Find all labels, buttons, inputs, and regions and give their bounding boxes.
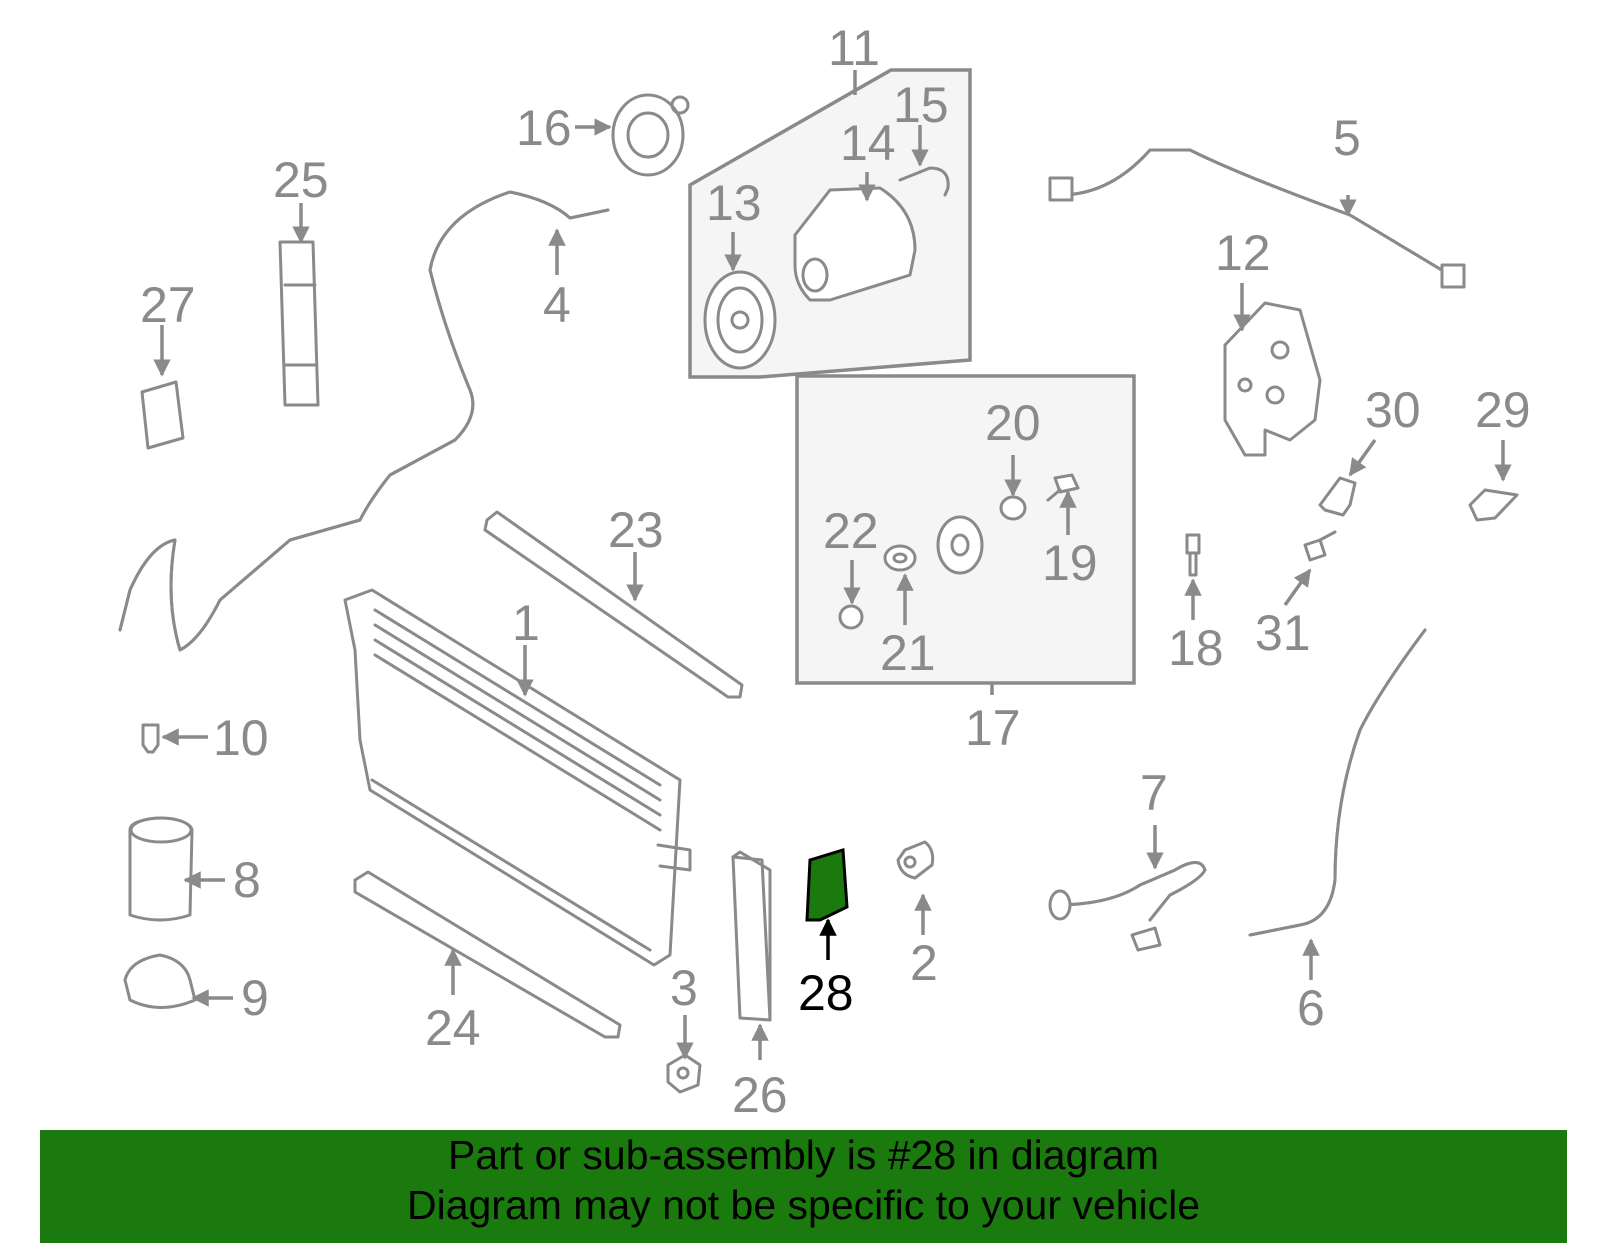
pulley-part[interactable] <box>611 93 690 177</box>
callout-5[interactable]: 5 <box>1333 110 1361 166</box>
callout-17[interactable]: 17 <box>965 700 1021 756</box>
part-29[interactable] <box>1468 488 1519 522</box>
seal-part-24[interactable] <box>353 870 622 1039</box>
callout-8[interactable]: 8 <box>233 852 261 908</box>
callout-7[interactable]: 7 <box>1140 765 1168 821</box>
shim-part[interactable] <box>883 544 917 572</box>
callout-29[interactable]: 29 <box>1475 382 1531 438</box>
info-banner: Part or sub-assembly is #28 in diagram D… <box>40 1130 1567 1243</box>
callout-12[interactable]: 12 <box>1215 225 1271 281</box>
mount-bracket-part[interactable] <box>1223 301 1322 457</box>
callout-6[interactable]: 6 <box>1297 980 1325 1036</box>
banner-line-part-number: Part or sub-assembly is #28 in diagram <box>448 1132 1159 1178</box>
clamp-part[interactable] <box>123 953 197 1009</box>
part-27[interactable] <box>140 380 185 450</box>
part-30[interactable] <box>1318 476 1357 517</box>
bolt-part-18[interactable] <box>1185 533 1201 577</box>
ac-line-part-4[interactable] <box>118 190 610 652</box>
leader-lines <box>153 70 1512 1060</box>
part-31[interactable] <box>1303 530 1337 562</box>
clutch-plate-part[interactable] <box>936 515 984 575</box>
callout-1[interactable]: 1 <box>512 595 540 651</box>
nut-part-20[interactable] <box>999 495 1027 521</box>
callout-14[interactable]: 14 <box>840 115 896 171</box>
hose-part-6[interactable] <box>1248 628 1427 937</box>
callout-labels: 1 2 3 4 5 6 7 8 9 10 11 12 13 14 15 16 1… <box>140 20 1531 1123</box>
callout-9[interactable]: 9 <box>241 970 269 1026</box>
seal-part-23[interactable] <box>483 510 744 699</box>
callout-3[interactable]: 3 <box>670 960 698 1016</box>
callout-28[interactable]: 28 <box>798 965 854 1021</box>
callout-22[interactable]: 22 <box>823 503 879 559</box>
bolt-part-19[interactable] <box>1046 473 1080 502</box>
callout-16[interactable]: 16 <box>516 100 572 156</box>
nut-part-22[interactable] <box>838 604 864 630</box>
bracket-part[interactable] <box>666 1053 702 1094</box>
switch-part[interactable] <box>141 723 160 754</box>
callout-18[interactable]: 18 <box>1168 620 1224 676</box>
hose-part-5[interactable] <box>1048 148 1466 289</box>
callout-30[interactable]: 30 <box>1365 382 1421 438</box>
callout-21[interactable]: 21 <box>880 625 936 681</box>
cap-part[interactable] <box>896 840 935 880</box>
callout-26[interactable]: 26 <box>732 1067 788 1123</box>
callout-31[interactable]: 31 <box>1255 605 1311 661</box>
highlighted-part-28[interactable] <box>805 848 849 922</box>
receiver-drier-part[interactable] <box>128 816 194 922</box>
valve-line-part-7[interactable] <box>1048 861 1207 952</box>
seal-part-25[interactable] <box>278 240 320 407</box>
callout-25[interactable]: 25 <box>273 152 329 208</box>
compressor-part[interactable] <box>793 186 917 302</box>
banner-line-disclaimer: Diagram may not be specific to your vehi… <box>406 1182 1200 1228</box>
callout-20[interactable]: 20 <box>985 395 1041 451</box>
callout-2[interactable]: 2 <box>910 935 938 991</box>
callout-4[interactable]: 4 <box>543 277 571 333</box>
callout-13[interactable]: 13 <box>706 175 762 231</box>
callout-27[interactable]: 27 <box>140 277 196 333</box>
callout-24[interactable]: 24 <box>425 1000 481 1056</box>
callout-10[interactable]: 10 <box>213 710 269 766</box>
hose-fitting-part[interactable] <box>898 166 950 197</box>
callout-19[interactable]: 19 <box>1042 535 1098 591</box>
callout-23[interactable]: 23 <box>608 502 664 558</box>
callout-11[interactable]: 11 <box>828 20 880 76</box>
seal-part-26[interactable] <box>731 850 772 1022</box>
condenser-part[interactable] <box>343 588 692 967</box>
callout-15[interactable]: 15 <box>893 77 949 133</box>
clutch-part[interactable] <box>703 270 777 370</box>
